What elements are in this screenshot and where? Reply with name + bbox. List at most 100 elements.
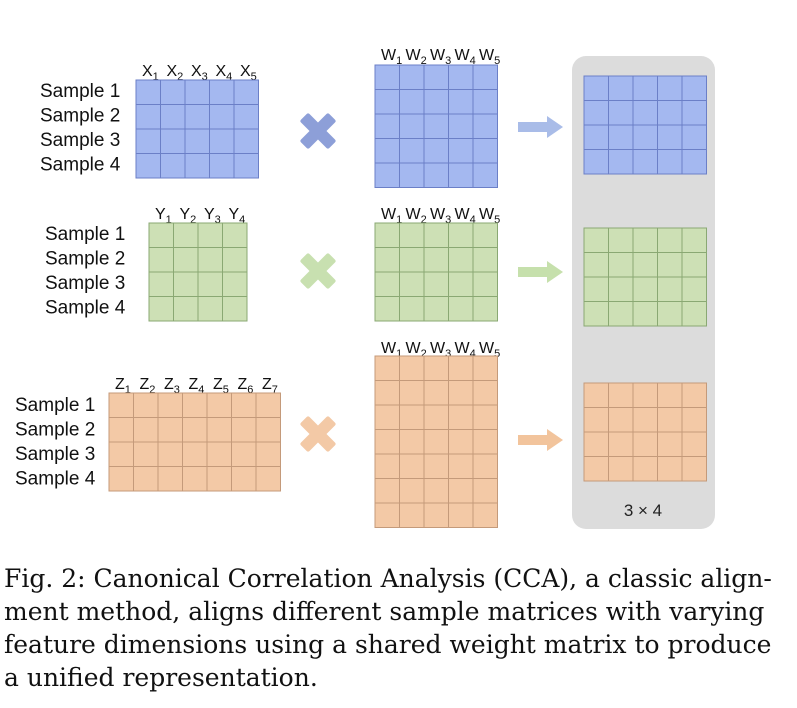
matrix-cell — [608, 149, 634, 175]
matrix-cell — [657, 301, 683, 327]
matrix-cell — [472, 502, 498, 528]
matrix-cell — [374, 380, 400, 406]
matrix-cell — [681, 149, 707, 175]
feature-label: X1 — [142, 63, 159, 83]
feature-label: W2 — [406, 340, 427, 360]
matrix-cell — [448, 502, 474, 528]
matrix-cell — [632, 407, 658, 433]
feature-label: Z3 — [164, 376, 180, 396]
matrix-cell — [399, 222, 425, 248]
matrix-cell — [583, 252, 609, 278]
matrix-cell — [399, 271, 425, 297]
output-dimension-label: 3 × 4 — [624, 501, 662, 520]
matrix-cell — [222, 271, 248, 297]
matrix-cell — [472, 453, 498, 479]
matrix-cell — [148, 271, 174, 297]
matrix-cell — [632, 301, 658, 327]
matrix-cell — [374, 247, 400, 273]
matrix-cell — [135, 79, 161, 105]
matrix-cell — [657, 407, 683, 433]
matrix-cell — [399, 355, 425, 381]
matrix-cell — [133, 392, 159, 418]
matrix-cell — [472, 429, 498, 455]
matrix-cell — [632, 100, 658, 126]
matrix-cell — [423, 453, 449, 479]
matrix-cell — [148, 222, 174, 248]
feature-label: Z1 — [115, 376, 131, 396]
matrix-cell — [448, 113, 474, 139]
matrix-cell — [133, 441, 159, 467]
matrix-cell — [255, 441, 281, 467]
feature-label: W4 — [455, 206, 476, 226]
matrix-cell — [206, 417, 232, 443]
matrix-cell — [423, 478, 449, 504]
feature-label: W1 — [381, 206, 402, 226]
sample-label: Sample 1 — [40, 81, 120, 102]
matrix-cell — [657, 149, 683, 175]
sample-label: Sample 4 — [40, 155, 121, 176]
matrix-cell — [160, 104, 186, 130]
feature-label: W3 — [430, 206, 451, 226]
matrix-cell — [448, 404, 474, 430]
matrix-cell — [583, 227, 609, 253]
matrix-cell — [374, 429, 400, 455]
matrix-cell — [681, 227, 707, 253]
matrix-cell — [423, 64, 449, 90]
sample-label: Sample 2 — [45, 249, 125, 270]
feature-label: W2 — [406, 47, 427, 67]
feature-label: Z6 — [238, 376, 254, 396]
sample-label: Sample 1 — [15, 395, 95, 416]
arrow-right-icon — [518, 429, 563, 451]
matrix-cell — [160, 128, 186, 154]
matrix-cell — [472, 296, 498, 322]
output-matrix-x — [583, 75, 707, 175]
feature-label: Y1 — [155, 206, 172, 226]
matrix-cell — [472, 478, 498, 504]
matrix-cell — [583, 301, 609, 327]
matrix-cell — [182, 417, 208, 443]
matrix-cell — [399, 502, 425, 528]
matrix-cell — [233, 104, 259, 130]
matrix-cell — [472, 162, 498, 188]
matrix-cell — [184, 128, 210, 154]
matrix-cell — [173, 247, 199, 273]
matrix-cell — [374, 162, 400, 188]
matrix-cell — [184, 79, 210, 105]
matrix-cell — [423, 502, 449, 528]
matrix-cell — [374, 113, 400, 139]
matrix-cell — [231, 441, 257, 467]
matrix-cell — [583, 276, 609, 302]
matrix-cell — [423, 404, 449, 430]
matrix-cell — [231, 466, 257, 492]
feature-label: W4 — [455, 47, 476, 67]
sample-label: Sample 4 — [45, 298, 126, 319]
feature-label: Z2 — [140, 376, 156, 396]
matrix-cell — [399, 64, 425, 90]
matrix-cell — [448, 64, 474, 90]
matrix-cell — [657, 227, 683, 253]
matrix-cell — [657, 276, 683, 302]
matrix-cell — [657, 100, 683, 126]
matrix-cell — [374, 502, 400, 528]
feature-label: W2 — [406, 206, 427, 226]
matrix-cell — [374, 296, 400, 322]
matrix-cell — [182, 441, 208, 467]
matrix-cell — [374, 453, 400, 479]
matrix-cell — [173, 271, 199, 297]
matrix-cell — [608, 124, 634, 150]
matrix-cell — [209, 153, 235, 179]
weight-matrix-y — [374, 222, 498, 322]
matrix-cell — [632, 149, 658, 175]
matrix-cell — [681, 382, 707, 408]
matrix-cell — [448, 271, 474, 297]
matrix-cell — [472, 380, 498, 406]
matrix-cell — [399, 138, 425, 164]
sample-label: Sample 3 — [45, 273, 125, 294]
matrix-cell — [160, 79, 186, 105]
feature-label: X3 — [191, 63, 208, 83]
multiply-icon — [300, 253, 336, 289]
matrix-cell — [583, 100, 609, 126]
